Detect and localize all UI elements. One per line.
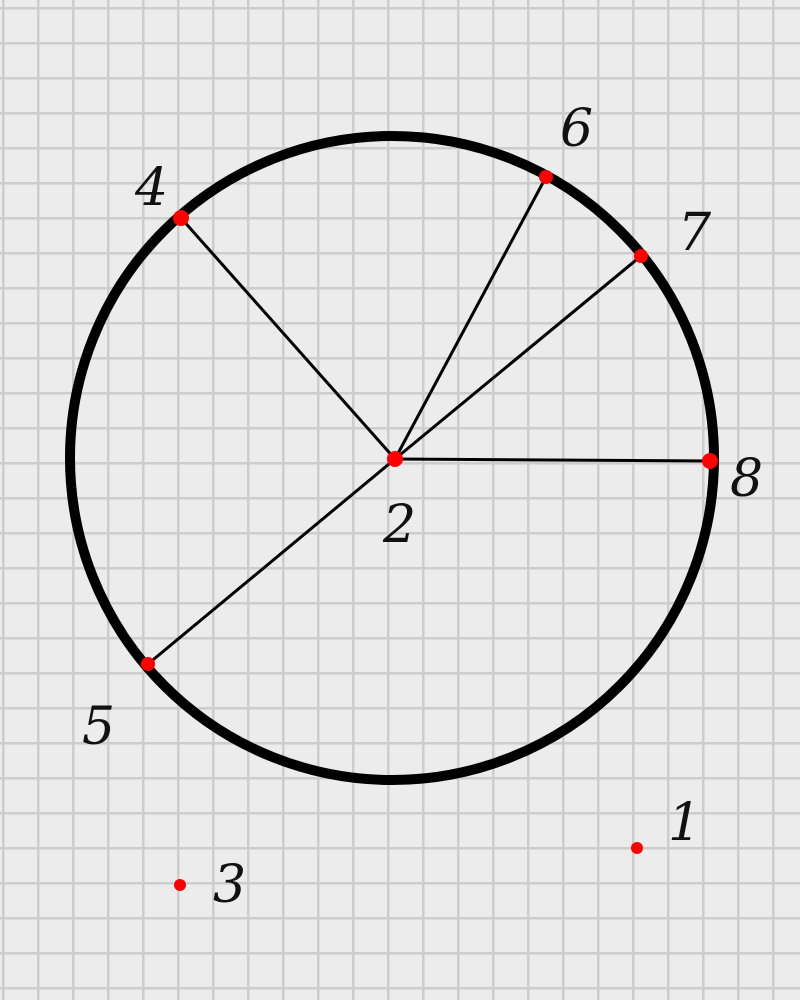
label-point-3: 3 [213, 855, 246, 915]
label-point-7: 7 [678, 203, 712, 263]
segment-2-7 [394, 254, 642, 461]
point-6 [539, 170, 553, 184]
point-7 [634, 249, 648, 263]
point-5 [141, 657, 155, 671]
point-1 [631, 842, 643, 854]
labels-group: 1 2 3 4 5 6 7 8 [82, 99, 763, 915]
segment-2-4 [179, 217, 397, 460]
point-2 [387, 451, 403, 467]
label-point-5: 5 [82, 697, 115, 757]
label-point-8: 8 [730, 449, 763, 509]
point-3 [174, 879, 186, 891]
label-point-6: 6 [560, 99, 593, 159]
label-point-4: 4 [134, 158, 168, 218]
segments-group [147, 176, 711, 666]
point-8 [702, 453, 718, 469]
label-point-1: 1 [668, 793, 701, 853]
label-point-2: 2 [382, 495, 416, 555]
segment-2-8 [394, 457, 711, 463]
segment-2-6 [393, 176, 548, 460]
points-group [141, 170, 718, 891]
segment-2-5 [147, 457, 396, 666]
point-4 [173, 210, 189, 226]
